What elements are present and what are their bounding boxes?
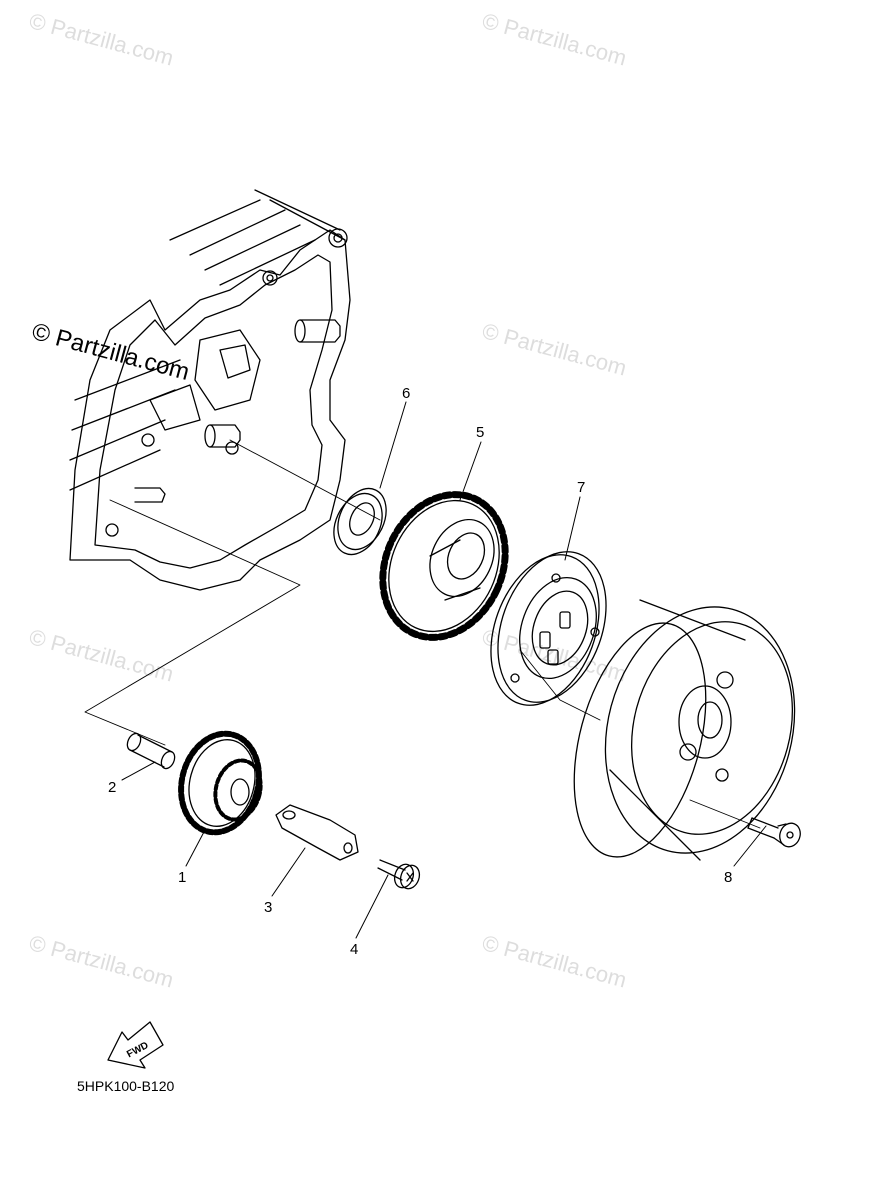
part-2-pin bbox=[126, 732, 176, 770]
part-6-washer bbox=[333, 487, 387, 556]
crankcase bbox=[69, 189, 351, 591]
callout-5: 5 bbox=[476, 424, 484, 441]
callout-7: 7 bbox=[577, 479, 585, 496]
callout-2: 2 bbox=[108, 779, 116, 796]
callout-4: 4 bbox=[350, 941, 358, 958]
part-5-gear bbox=[379, 491, 509, 641]
part-8-bolt bbox=[747, 817, 801, 848]
reference-code: 5HPK100-B120 bbox=[77, 1078, 175, 1094]
part-1-gear bbox=[178, 730, 263, 836]
part-3-bracket bbox=[275, 804, 359, 861]
fwd-arrow-icon bbox=[107, 1021, 164, 1069]
part-7-clutch bbox=[490, 551, 607, 706]
callout-8: 8 bbox=[724, 869, 732, 886]
fwd-label: FWD bbox=[125, 1040, 150, 1060]
callout-6: 6 bbox=[402, 385, 410, 402]
center-lines bbox=[84, 439, 761, 829]
callout-3: 3 bbox=[264, 899, 272, 916]
flywheel-rotor bbox=[573, 599, 796, 861]
leader-lines bbox=[121, 401, 767, 939]
part-4-screw bbox=[377, 859, 421, 890]
callout-1: 1 bbox=[178, 869, 186, 886]
